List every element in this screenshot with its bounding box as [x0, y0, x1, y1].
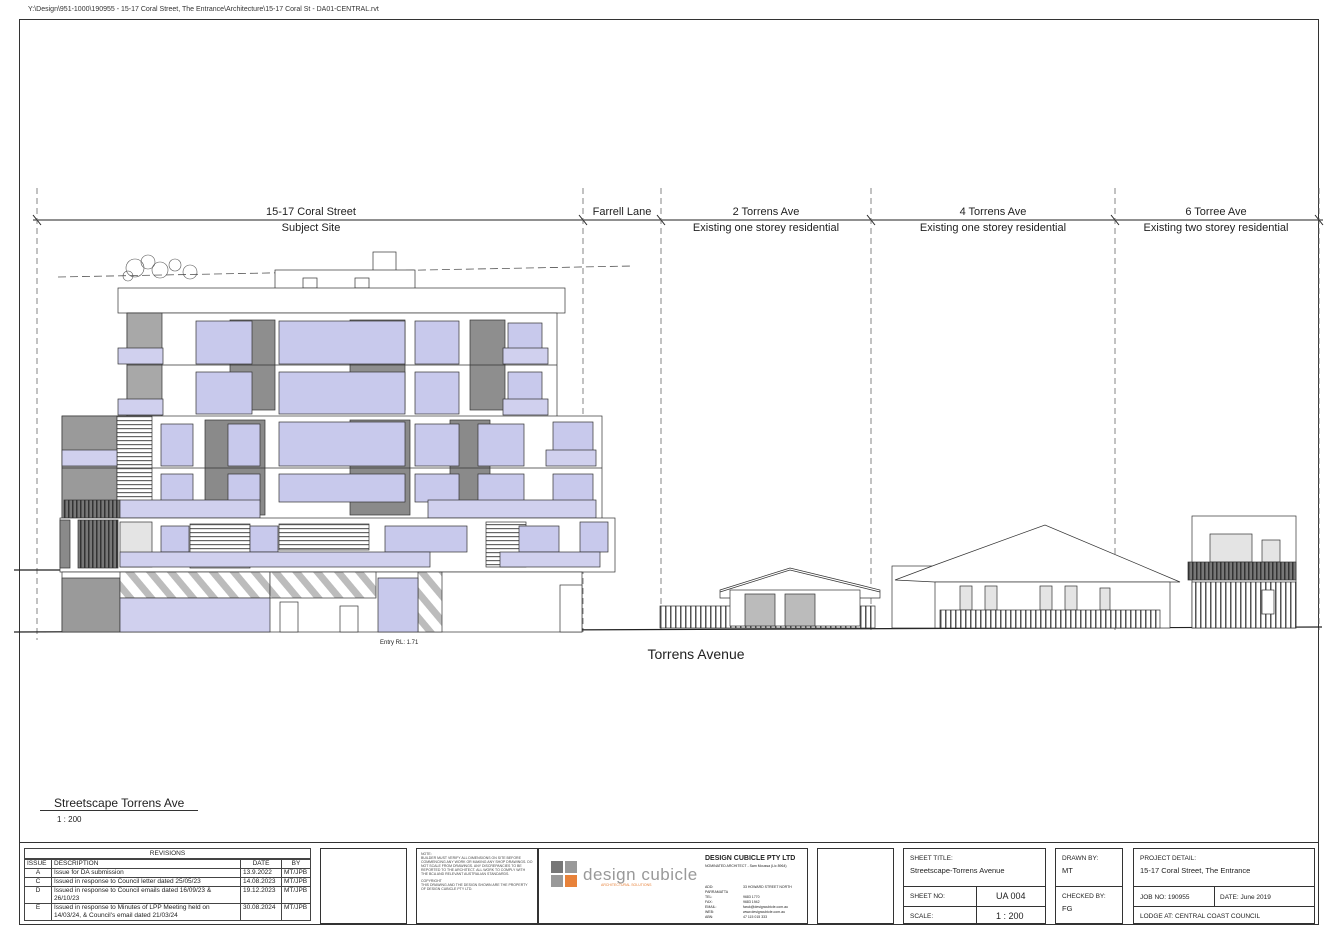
- project-label: PROJECT DETAIL:: [1140, 855, 1197, 862]
- rev-by: MT/JPB: [281, 886, 311, 904]
- company-logo-icon: [551, 861, 577, 887]
- copyright-heading: COPYRIGHT: [421, 879, 442, 883]
- street-name: Torrens Avenue: [647, 646, 745, 662]
- sheet-box: SHEET TITLE: Streetscape-Torrens Avenue …: [903, 848, 1046, 924]
- project-box: PROJECT DETAIL: 15-17 Coral Street, The …: [1133, 848, 1315, 924]
- drawn-checked-box: DRAWN BY: MT CHECKED BY: FG: [1055, 848, 1123, 924]
- rev-description: Issued in response to Minutes of LPP Mee…: [51, 903, 241, 921]
- dimension-line: [32, 214, 1324, 226]
- rev-issue: C: [24, 877, 52, 887]
- company-logo-text: design cubicle: [583, 865, 698, 884]
- dim-title-6-torree: 6 Torree Ave: [1185, 206, 1247, 218]
- rev-header-issue: ISSUE: [24, 859, 52, 869]
- revisions-title: REVISIONS: [24, 848, 311, 859]
- detail-row: ABN:47 115 015 333: [705, 915, 768, 919]
- sheet-title-label: SHEET TITLE:: [910, 855, 953, 862]
- company-details: ADD:33 HOWARD STREET NORTH PARRAMATTA TE…: [705, 885, 807, 920]
- table-row: C Issued in response to Council letter d…: [24, 877, 311, 887]
- file-path: Y:\Design\951-1000\190955 - 15-17 Coral …: [28, 6, 379, 13]
- entry-rl-label: Entry RL: 1.71: [380, 640, 419, 646]
- table-row: A Issue for DA submission 13.9.2022 MT/J…: [24, 868, 311, 878]
- rev-header-description: DESCRIPTION: [51, 859, 241, 869]
- view-title-underline: [40, 810, 198, 811]
- rev-date: 14.08.2023: [240, 877, 282, 887]
- detail-row: WEB:www.designcubicle.com.au: [705, 910, 786, 914]
- dim-title-subject: 15-17 Coral Street: [266, 206, 356, 218]
- detail-row: TEL:9683 1770: [705, 895, 760, 899]
- rev-date: 30.08.2024: [240, 903, 282, 921]
- view-scale: 1 : 200: [57, 815, 82, 824]
- notes-heading: NOTE:: [421, 852, 432, 856]
- project-name: 15-17 Coral Street, The Entrance: [1140, 866, 1251, 875]
- sheet-no: UA 004: [996, 891, 1026, 901]
- table-row: E Issued in response to Minutes of LPP M…: [24, 903, 311, 921]
- project-date: DATE: June 2019: [1220, 894, 1271, 901]
- detail-row: EMAIL:faruk@designcubicle.com.au: [705, 905, 788, 909]
- detail-row: ADD:33 HOWARD STREET NORTH PARRAMATTA: [705, 885, 792, 894]
- house-4-torrens-ave: [891, 524, 1181, 629]
- sheet-no-label: SHEET NO:: [910, 893, 945, 900]
- drawn-by-label: DRAWN BY:: [1062, 855, 1099, 862]
- detail-row: FAX:9683 1942: [705, 900, 760, 904]
- rev-date: 19.12.2023: [240, 886, 282, 904]
- view-title: Streetscape Torrens Ave: [54, 796, 185, 810]
- rev-description: Issued in response to Council letter dat…: [51, 877, 241, 887]
- dim-subtitle-4-torrens: Existing one storey residential: [919, 222, 1067, 234]
- company-name: DESIGN CUBICLE PTY LTD: [705, 855, 796, 862]
- rev-issue: D: [24, 886, 52, 904]
- blank-box: [817, 848, 894, 924]
- rev-description: Issue for DA submission: [51, 868, 241, 878]
- job-no: JOB NO: 190955: [1140, 894, 1190, 901]
- roof-planting: [122, 254, 198, 282]
- notes-body: BUILDER MUST VERIFY ALL DIMENSIONS ON SI…: [421, 856, 533, 876]
- notes-box: NOTE: BUILDER MUST VERIFY ALL DIMENSIONS…: [416, 848, 538, 924]
- house-6-torree-ave: [1187, 515, 1297, 629]
- scale-label: SCALE:: [910, 913, 934, 920]
- rev-by: MT/JPB: [281, 868, 311, 878]
- company-box: design cubicle ARCHITECTURAL SOLUTIONS D…: [538, 848, 808, 924]
- drawing-frame: [19, 19, 1319, 925]
- rev-header-by: BY: [281, 859, 311, 869]
- checked-by: FG: [1062, 904, 1073, 913]
- proposed-building: [59, 251, 616, 633]
- rev-header-date: DATE: [240, 859, 282, 869]
- house-2-torrens-ave: [659, 567, 881, 629]
- dim-title-2-torrens: 2 Torrens Ave: [732, 206, 800, 218]
- rev-issue: E: [24, 903, 52, 921]
- table-row: D Issued in response to Council emails d…: [24, 886, 311, 904]
- rev-by: MT/JPB: [281, 877, 311, 887]
- rev-date: 13.9.2022: [240, 868, 282, 878]
- rev-issue: A: [24, 868, 52, 878]
- dim-title-4-torrens: 4 Torrens Ave: [959, 206, 1027, 218]
- lodge-at: LODGE AT: CENTRAL COAST COUNCIL: [1140, 913, 1261, 920]
- revisions-table: REVISIONS ISSUE DESCRIPTION DATE BY A Is…: [24, 848, 311, 924]
- company-architect: NOMINATED ARCHITECT - Sam Moussa (Lic 89…: [705, 864, 787, 868]
- drawn-by: MT: [1062, 866, 1073, 875]
- dim-subtitle-2-torrens: Existing one storey residential: [692, 222, 840, 234]
- rev-description: Issued in response to Council emails dat…: [51, 886, 241, 904]
- stamp-box: [320, 848, 407, 924]
- rev-by: MT/JPB: [281, 903, 311, 921]
- dim-subtitle-subject: Subject Site: [281, 222, 341, 234]
- copyright-body: THIS DRAWING AND THE DESIGN SHOWN ARE TH…: [421, 883, 528, 891]
- company-logo-tagline: ARCHITECTURAL SOLUTIONS: [601, 883, 652, 887]
- title-block: REVISIONS ISSUE DESCRIPTION DATE BY A Is…: [20, 842, 1318, 925]
- sheet-title: Streetscape-Torrens Avenue: [910, 866, 1005, 875]
- dim-subtitle-6-torree: Existing two storey residential: [1143, 222, 1289, 234]
- sheet-scale: 1 : 200: [996, 911, 1024, 921]
- dim-title-farrell-lane: Farrell Lane: [592, 206, 652, 218]
- checked-by-label: CHECKED BY:: [1062, 893, 1106, 900]
